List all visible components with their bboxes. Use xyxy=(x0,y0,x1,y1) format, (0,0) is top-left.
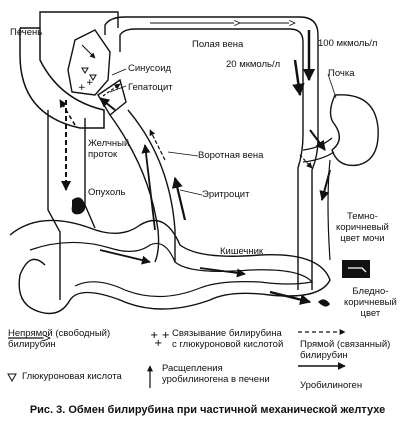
leader-line xyxy=(179,189,203,196)
vena-cava-inner xyxy=(119,28,304,290)
bile-flow-dashed xyxy=(59,99,76,126)
flow-arrow xyxy=(149,129,166,161)
label-conc-100: 100 мкмоль/л xyxy=(318,38,378,49)
glucuronic-acid-mark xyxy=(89,74,97,81)
legend-urobilinogen: Уробилиноген xyxy=(300,380,363,391)
legend-conjugation: Связывание билирубина с глюкуроновой кис… xyxy=(172,328,284,350)
legend-indirect: Непрямой (свободный) билирубин xyxy=(8,328,111,350)
flow-arrow xyxy=(269,290,312,305)
tumor-blob xyxy=(71,197,86,215)
legend-glucuronic-symbol xyxy=(7,373,17,383)
glucuronic-acid-mark xyxy=(81,67,89,74)
figure-caption: Рис. 3. Обмен билирубина при частичной м… xyxy=(29,404,386,416)
flow-arrow xyxy=(292,59,305,97)
label-intestine: Кишечник xyxy=(220,246,264,257)
urine-sample xyxy=(342,260,370,278)
leader-line xyxy=(167,151,199,157)
legend-conjugation-symbol: + + xyxy=(150,330,170,341)
flow-arrow xyxy=(102,83,121,97)
label-portal-vein: Воротная вена xyxy=(198,150,264,161)
label-hepatocyte: Гепатоцит xyxy=(128,82,173,93)
conjugation-mark: + xyxy=(78,83,86,93)
legend-urobilinogen-breakdown: Расщепления уробилиногена в печени xyxy=(162,363,270,385)
vena-cava xyxy=(104,16,319,290)
label-kidney: Почка xyxy=(328,68,355,79)
svg-text:+: + xyxy=(154,338,162,349)
label-conc-20: 20 мкмоль/л xyxy=(226,59,281,70)
label-tumor: Опухоль xyxy=(88,187,126,198)
portal-vein xyxy=(109,109,176,263)
hepatocyte-shape xyxy=(67,29,111,96)
flow-arrow xyxy=(171,176,187,221)
label-vena-cava: Полая вена xyxy=(192,39,244,50)
label-bile-duct: Желчный проток xyxy=(88,138,130,160)
flow-arrow xyxy=(141,144,156,231)
ureter xyxy=(327,159,331,261)
legend-glucuronic: Глюкуроновая кислота xyxy=(22,371,122,382)
flow-arrow xyxy=(309,129,326,151)
flow-arrow xyxy=(99,97,116,111)
flow-arrow xyxy=(319,169,331,201)
sinusoid-shape xyxy=(97,78,127,117)
kidney-shape xyxy=(329,94,379,167)
liver-top xyxy=(20,11,119,29)
label-dark-urine: Темно- коричневый цвет мочи xyxy=(336,211,389,244)
flow-arrow xyxy=(99,249,151,265)
label-sinusoid: Синусоид xyxy=(128,63,172,74)
flow-arrow xyxy=(299,154,313,169)
leader-line xyxy=(111,68,127,76)
flow-arrow xyxy=(199,267,246,278)
conjugation-mark: + xyxy=(86,78,94,88)
leader-line xyxy=(109,85,127,93)
leader-line xyxy=(327,73,337,99)
intestine-inner xyxy=(29,241,314,298)
flow-arrow xyxy=(81,44,96,59)
legend-direct: Прямой (связанный) билирубин xyxy=(300,339,391,361)
label-liver: Печень xyxy=(10,27,43,38)
label-erythrocyte: Эритроцит xyxy=(202,189,250,200)
intestine xyxy=(9,219,331,315)
label-pale-stool: Бледно- коричневый цвет xyxy=(344,286,397,319)
stool-mark xyxy=(318,299,330,307)
liver-outline xyxy=(19,28,105,129)
